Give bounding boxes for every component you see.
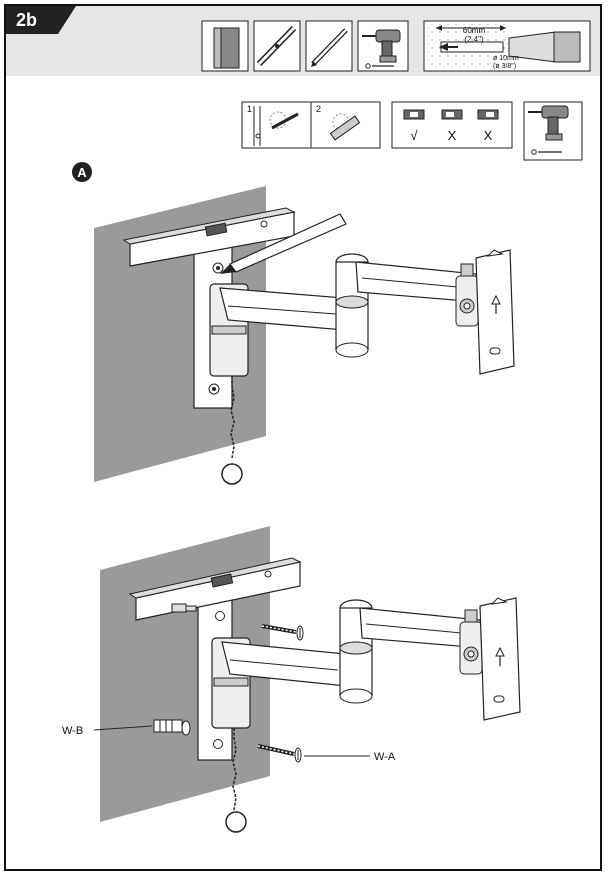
pencil-icon (305, 20, 353, 72)
drill-depth-diagram (423, 20, 591, 72)
drill-depth-mm: 60mm (463, 26, 486, 35)
upper-screw (261, 624, 304, 641)
drill-diameter-mm: ø 10mm (493, 55, 519, 62)
step-tab (6, 6, 76, 34)
mark-holes-panel (241, 101, 381, 149)
lower-screw (257, 744, 302, 763)
screw-callout-label: W-A (374, 751, 396, 763)
lower-mounting-view (93, 526, 521, 833)
step1-number: 1 (247, 104, 252, 114)
level-ok-mark: √ (410, 128, 418, 143)
section-marker-badge (72, 162, 92, 182)
spirit-level-icon (253, 20, 301, 72)
upper-mounting-view (94, 186, 515, 485)
section-marker-label: A (77, 165, 87, 180)
step2-number: 2 (316, 104, 321, 114)
vesa-plate-upper (475, 249, 515, 375)
anchor-callout-label: W-B (62, 725, 83, 737)
instruction-page: 2b (4, 4, 602, 871)
drill-diameter-in: (ø 3/8") (493, 63, 516, 70)
level-check-panel (391, 101, 513, 149)
drill-panel-icon (523, 101, 583, 161)
diagram-canvas: 60mm (2.4") ø 10mm (ø 3/8") 1 2 √ (62, 20, 591, 833)
drill-icon (357, 20, 409, 72)
wall-tool-icon (201, 20, 249, 72)
step-label: 2b (16, 10, 38, 30)
drill-depth-in: (2.4") (464, 35, 484, 44)
level-wrong-mark-1: X (448, 128, 457, 143)
wall-anchor (153, 719, 191, 736)
level-wrong-mark-2: X (484, 128, 493, 143)
